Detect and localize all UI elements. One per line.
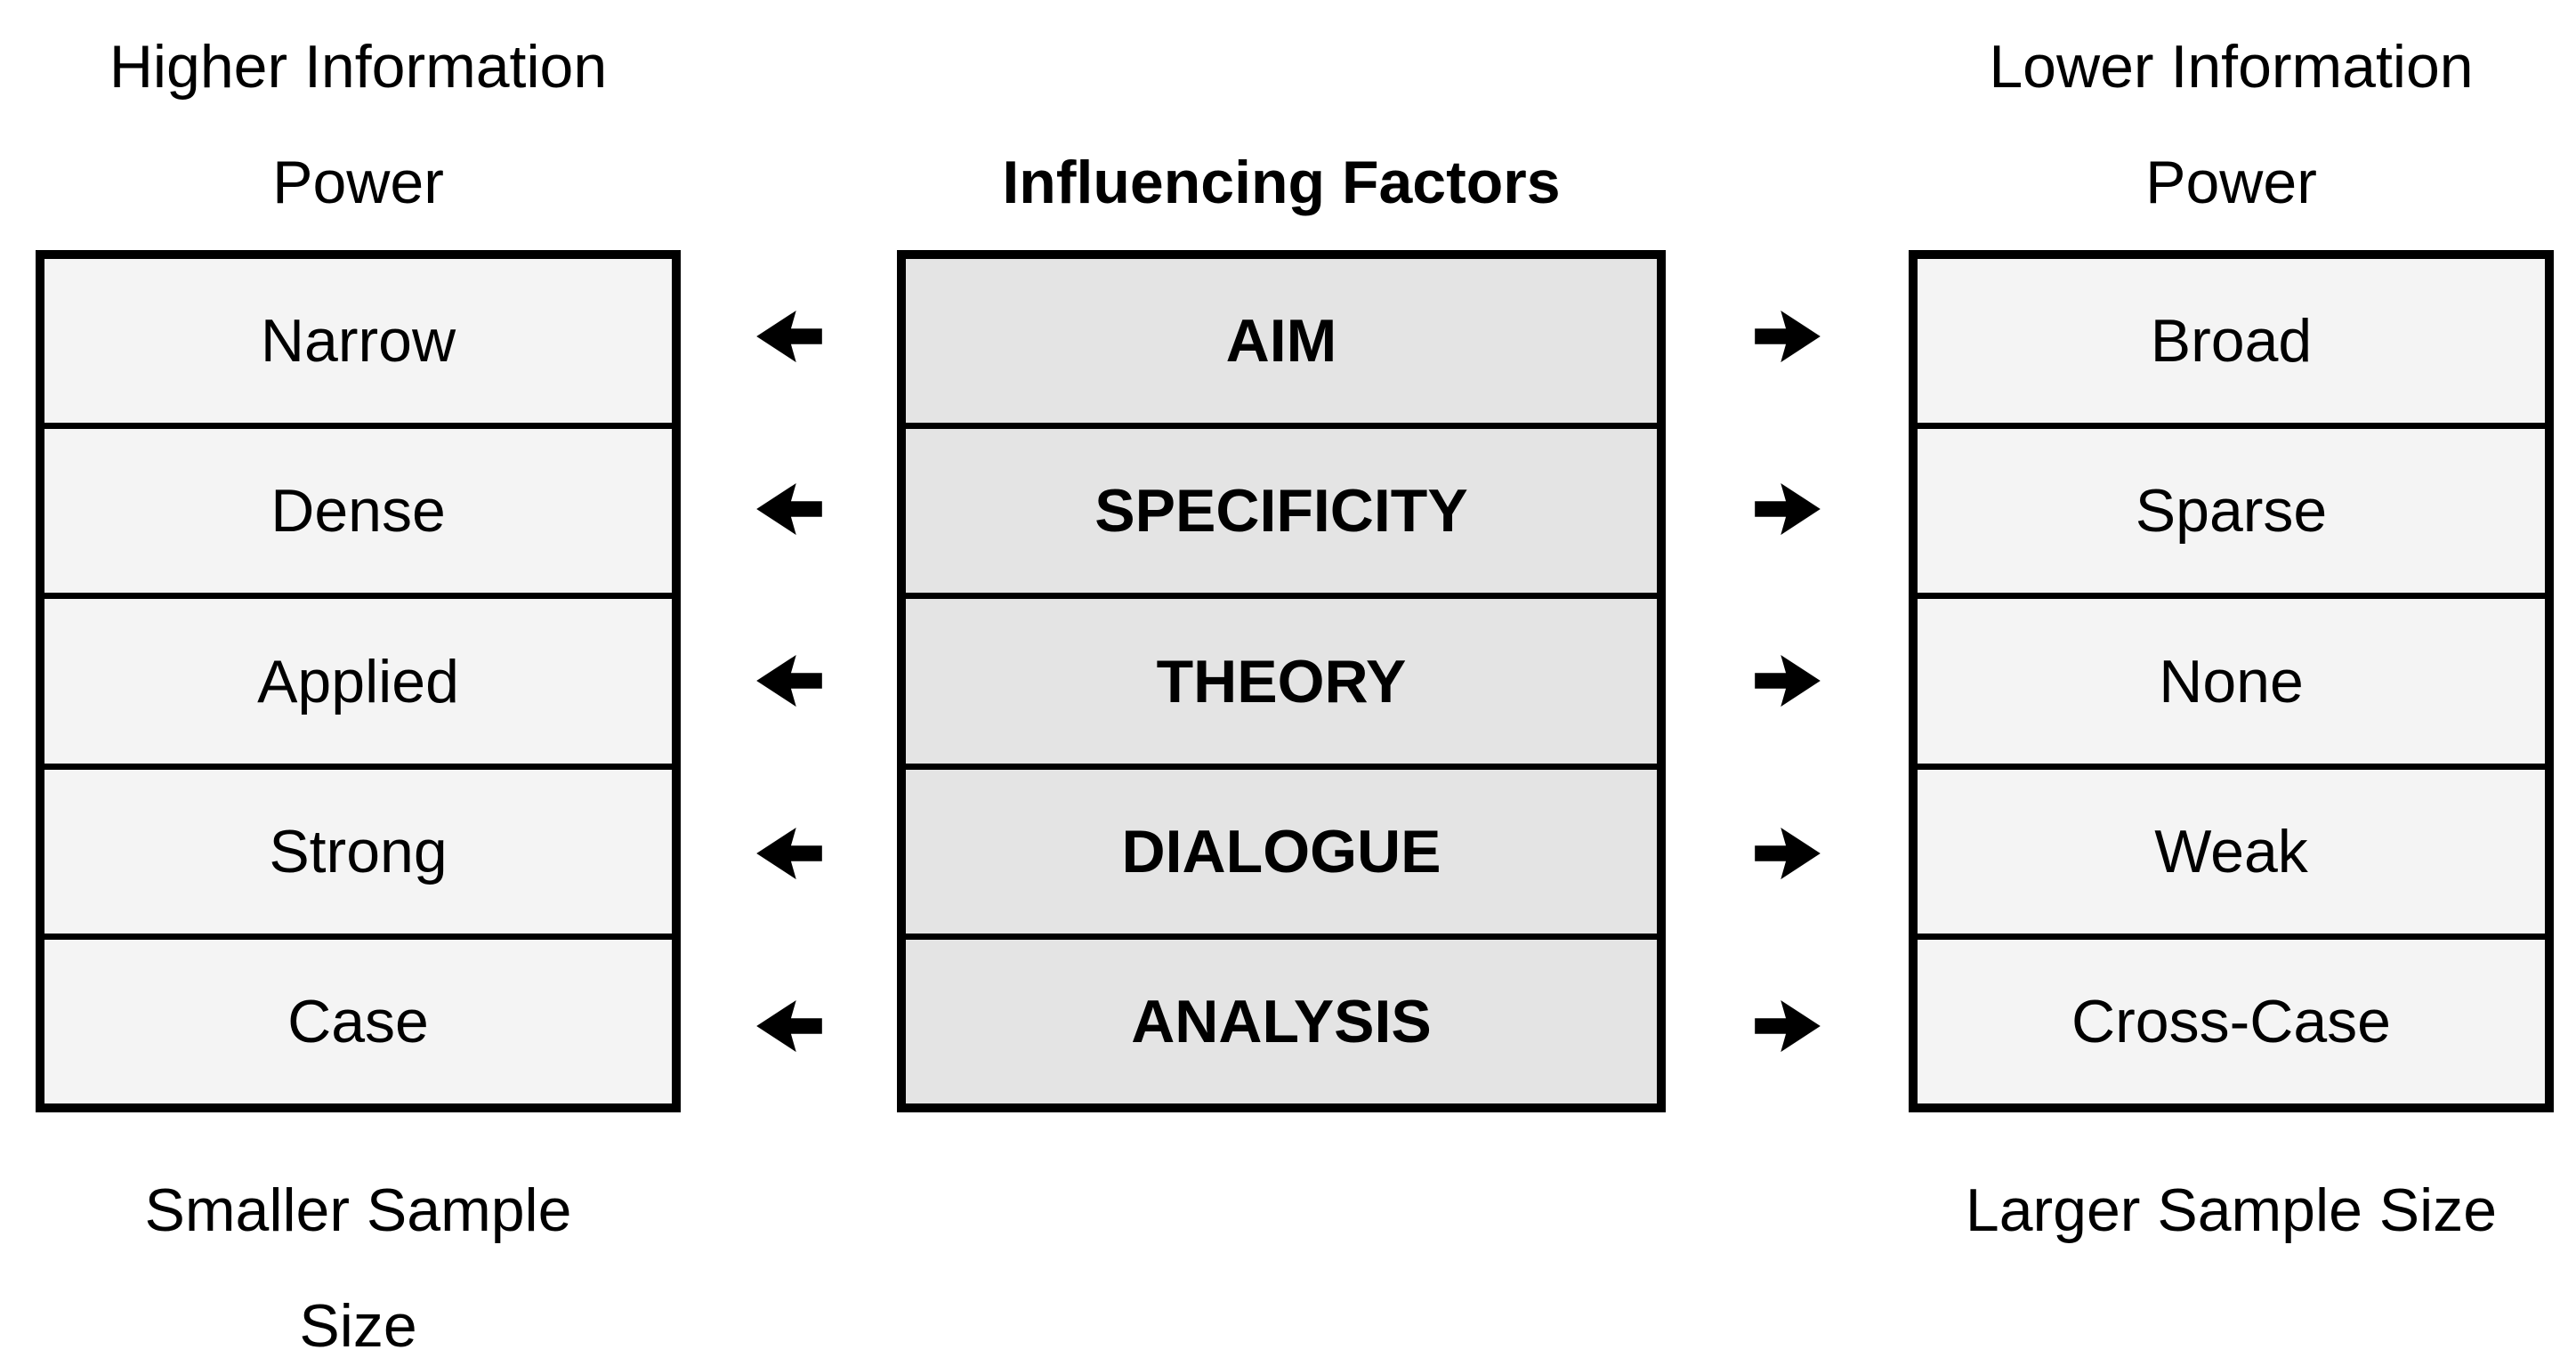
factor-cell-analysis: ANALYSIS (906, 933, 1657, 1104)
smaller-size-line: Size (299, 1292, 417, 1360)
left-cell-applied: Applied (44, 593, 672, 764)
factor-cell-dialogue: DIALOGUE (906, 763, 1657, 934)
higher-information-power-label: Higher Information Power (36, 9, 681, 240)
right-arrow-column (1666, 250, 1909, 1112)
smaller-sample-size-label: Smaller Sample Size (36, 1152, 681, 1366)
arrow-slot (681, 767, 897, 940)
left-arrow-icon (755, 310, 822, 362)
right-arrow-icon (1754, 1000, 1821, 1053)
lower-power-line: Power (2145, 149, 2317, 216)
factor-cell-theory: THEORY (906, 593, 1657, 764)
left-arrow-column (681, 250, 897, 1112)
influencing-factors-text: Influencing Factors (1002, 149, 1561, 216)
right-cell-broad: Broad (1918, 259, 2545, 424)
arrow-slot (1666, 250, 1909, 423)
right-arrow-icon (1754, 655, 1821, 707)
smaller-sample-line: Smaller Sample (144, 1176, 572, 1244)
right-cell-sparse: Sparse (1918, 423, 2545, 594)
left-column-table: Narrow Dense Applied Strong Case (36, 250, 681, 1112)
arrow-slot (1666, 940, 1909, 1112)
left-arrow-icon (755, 1000, 822, 1053)
arrow-slot (681, 595, 897, 768)
left-cell-strong: Strong (44, 763, 672, 934)
left-cell-narrow: Narrow (44, 259, 672, 424)
right-arrow-icon (1754, 482, 1821, 535)
larger-sample-size-label: Larger Sample Size (1909, 1152, 2554, 1268)
left-arrow-icon (755, 482, 822, 535)
influencing-factors-title: Influencing Factors (897, 125, 1666, 240)
right-cell-none: None (1918, 593, 2545, 764)
lower-information-line: Lower Information (1989, 33, 2474, 101)
right-arrow-icon (1754, 310, 1821, 362)
arrow-slot (1666, 423, 1909, 595)
arrow-slot (681, 250, 897, 423)
left-arrow-icon (755, 655, 822, 707)
right-cell-weak: Weak (1918, 763, 2545, 934)
arrow-slot (1666, 767, 1909, 940)
arrow-slot (681, 423, 897, 595)
higher-power-line: Power (272, 149, 444, 216)
arrow-slot (681, 940, 897, 1112)
influencing-factors-table: AIM SPECIFICITY THEORY DIALOGUE ANALYSIS (897, 250, 1666, 1112)
left-arrow-icon (755, 828, 822, 880)
higher-information-line: Higher Information (109, 33, 608, 101)
right-cell-crosscase: Cross-Case (1918, 933, 2545, 1104)
lower-information-power-label: Lower Information Power (1909, 9, 2554, 240)
right-arrow-icon (1754, 828, 1821, 880)
factor-cell-specificity: SPECIFICITY (906, 423, 1657, 594)
left-cell-dense: Dense (44, 423, 672, 594)
left-cell-case: Case (44, 933, 672, 1104)
factor-cell-aim: AIM (906, 259, 1657, 424)
right-column-table: Broad Sparse None Weak Cross-Case (1909, 250, 2554, 1112)
larger-sample-size-text: Larger Sample Size (1965, 1176, 2498, 1244)
arrow-slot (1666, 595, 1909, 768)
